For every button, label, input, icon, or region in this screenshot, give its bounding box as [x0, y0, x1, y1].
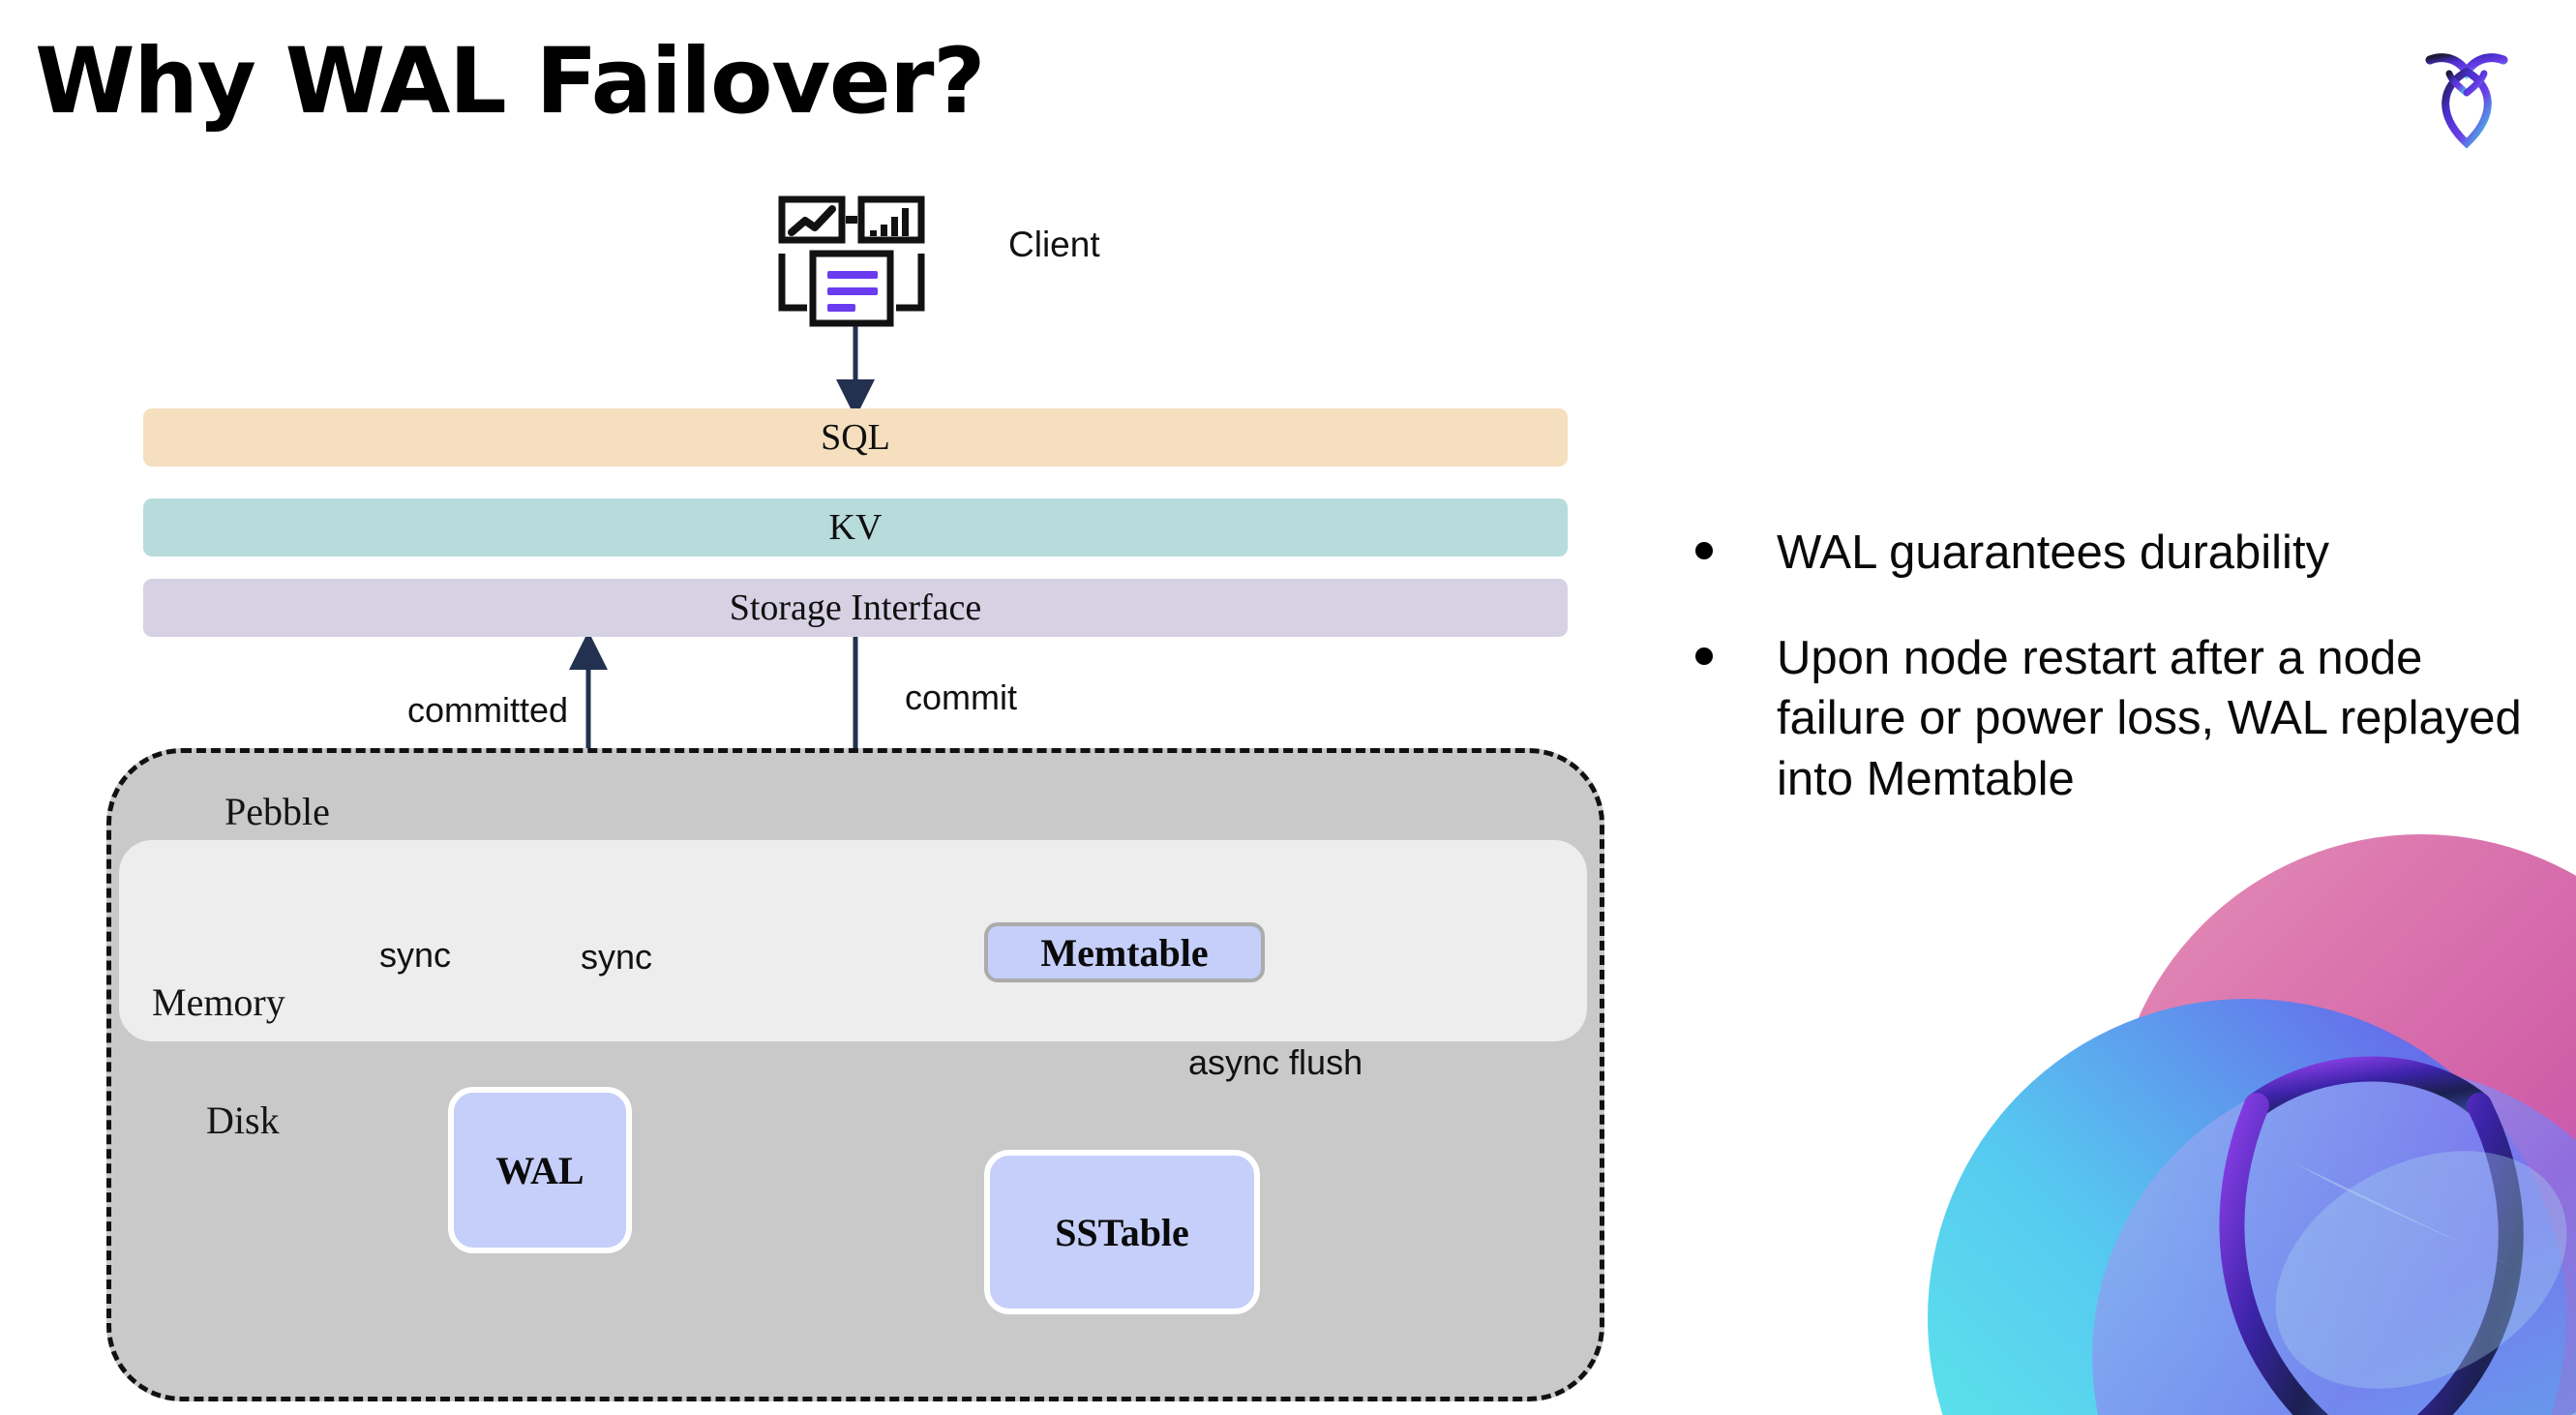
pebble-label: Pebble	[225, 790, 330, 833]
architecture-diagram: Client SQL KV Storage Interface Pebble M…	[106, 196, 1604, 1401]
edge-label-sync-wal-path: sync	[581, 937, 653, 977]
memory-label: Memory	[152, 980, 285, 1024]
list-item: Upon node restart after a node failure o…	[1695, 628, 2528, 810]
page-title: Why WAL Failover?	[35, 29, 986, 135]
component-sstable[interactable]: SSTable	[984, 1150, 1260, 1314]
edge-label-sync-committed-path: sync	[379, 935, 452, 975]
memory-zone-panel	[119, 840, 1587, 1041]
layer-bar-kv[interactable]: KV	[143, 498, 1568, 557]
client-label: Client	[1008, 225, 1100, 264]
layer-bar-storage-interface[interactable]: Storage Interface	[143, 579, 1568, 637]
bullet-dot-icon	[1695, 647, 1713, 665]
bullet-text: Upon node restart after a node failure o…	[1777, 631, 2522, 806]
bullet-dot-icon	[1695, 542, 1713, 559]
edge-label-commit: commit	[905, 677, 1017, 717]
edge-label-async-flush: async flush	[1188, 1042, 1363, 1082]
decorative-corner-artwork	[1928, 834, 2576, 1415]
edge-label-committed: committed	[407, 690, 569, 730]
layer-bar-sql[interactable]: SQL	[143, 408, 1568, 467]
bullet-list: WAL guarantees durability Upon node rest…	[1695, 523, 2528, 855]
bullet-text: WAL guarantees durability	[1777, 527, 2330, 579]
client-dashboard-icon	[778, 196, 925, 327]
disk-label: Disk	[206, 1099, 280, 1142]
cockroach-leaf-logo-icon	[2425, 53, 2508, 149]
component-memtable[interactable]: Memtable	[984, 922, 1265, 982]
component-wal[interactable]: WAL	[448, 1087, 632, 1253]
list-item: WAL guarantees durability	[1695, 523, 2528, 584]
